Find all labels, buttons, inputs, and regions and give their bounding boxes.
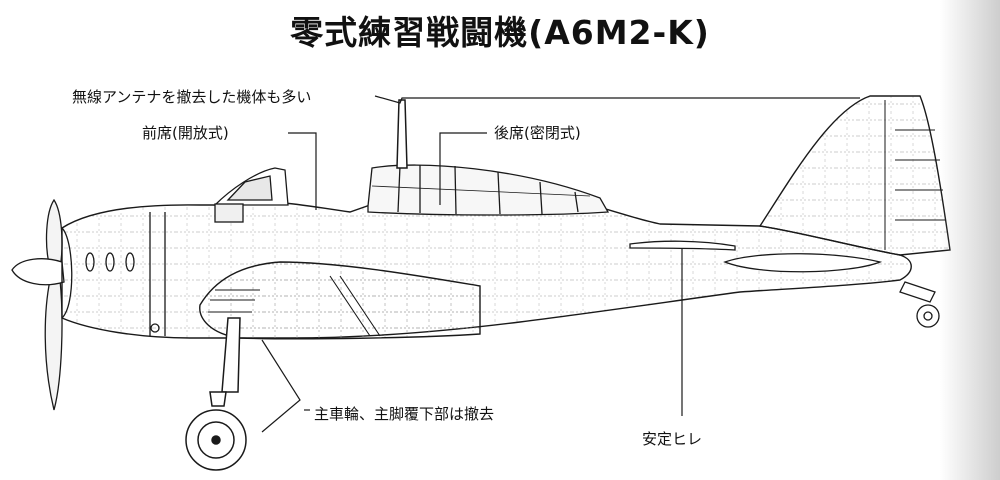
horizontal-stabilizer xyxy=(723,253,883,273)
stabilizer-fin xyxy=(629,240,736,251)
main-landing-gear xyxy=(185,317,247,471)
callout-rear-seat: 後席(密閉式) xyxy=(494,124,581,142)
callout-stabilizer-fin: 安定ヒレ xyxy=(642,430,703,448)
tail-wheel xyxy=(899,281,940,328)
leader-antenna xyxy=(374,95,860,104)
propeller xyxy=(11,198,65,411)
callout-antenna: 無線アンテナを撤去した機体も多い xyxy=(72,88,312,106)
rear-canopy xyxy=(367,164,610,216)
callout-leaders xyxy=(261,95,860,433)
front-cockpit xyxy=(213,167,289,223)
diagram-title: 零式練習戦闘機(A6M2-K) xyxy=(290,13,710,52)
leader-main-wheel xyxy=(261,339,301,433)
page-edge-shadow xyxy=(940,0,1000,480)
callout-front-seat: 前席(開放式) xyxy=(142,124,229,142)
leader-front-seat xyxy=(288,132,317,210)
antenna-mast xyxy=(396,99,408,169)
engine-cowling xyxy=(61,212,166,336)
leader-rear-seat xyxy=(439,132,487,205)
callout-main-wheel: 主車輪、主脚覆下部は撤去 xyxy=(314,405,495,423)
vertical-tail xyxy=(758,95,951,256)
